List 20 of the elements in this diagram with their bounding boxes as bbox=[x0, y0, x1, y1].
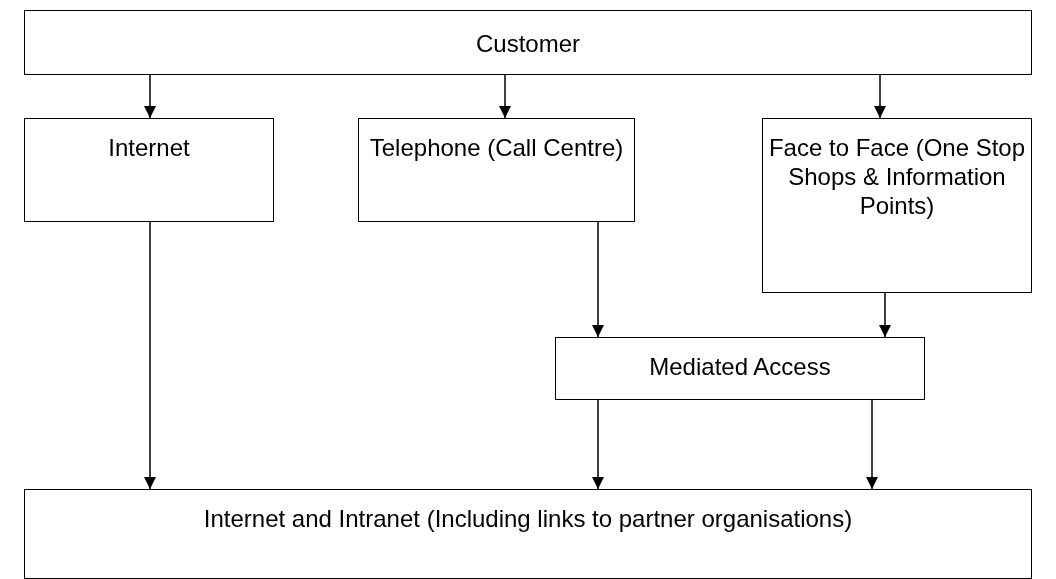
arrow bbox=[499, 74, 511, 119]
node-label: Internet bbox=[108, 133, 190, 162]
node-label: Face to Face (One Stop Shops & Information Points) bbox=[767, 133, 1027, 220]
process-box bbox=[24, 489, 1032, 579]
customer-box bbox=[24, 10, 1032, 75]
arrow bbox=[874, 74, 886, 119]
node-label: Internet and Intranet (Including links to partner organisations) bbox=[203, 504, 853, 533]
arrow bbox=[592, 399, 604, 490]
arrow bbox=[144, 74, 156, 119]
process-box bbox=[24, 118, 274, 222]
arrow bbox=[866, 399, 878, 490]
node-label: Telephone (Call Centre) bbox=[369, 133, 624, 162]
arrow bbox=[144, 221, 156, 490]
arrow bbox=[879, 292, 891, 338]
arrow bbox=[592, 221, 604, 338]
process-box bbox=[358, 118, 635, 222]
node-label: Customer bbox=[476, 29, 580, 58]
node-label: Mediated Access bbox=[649, 352, 831, 381]
process-box bbox=[555, 337, 925, 400]
process-box bbox=[762, 118, 1032, 293]
